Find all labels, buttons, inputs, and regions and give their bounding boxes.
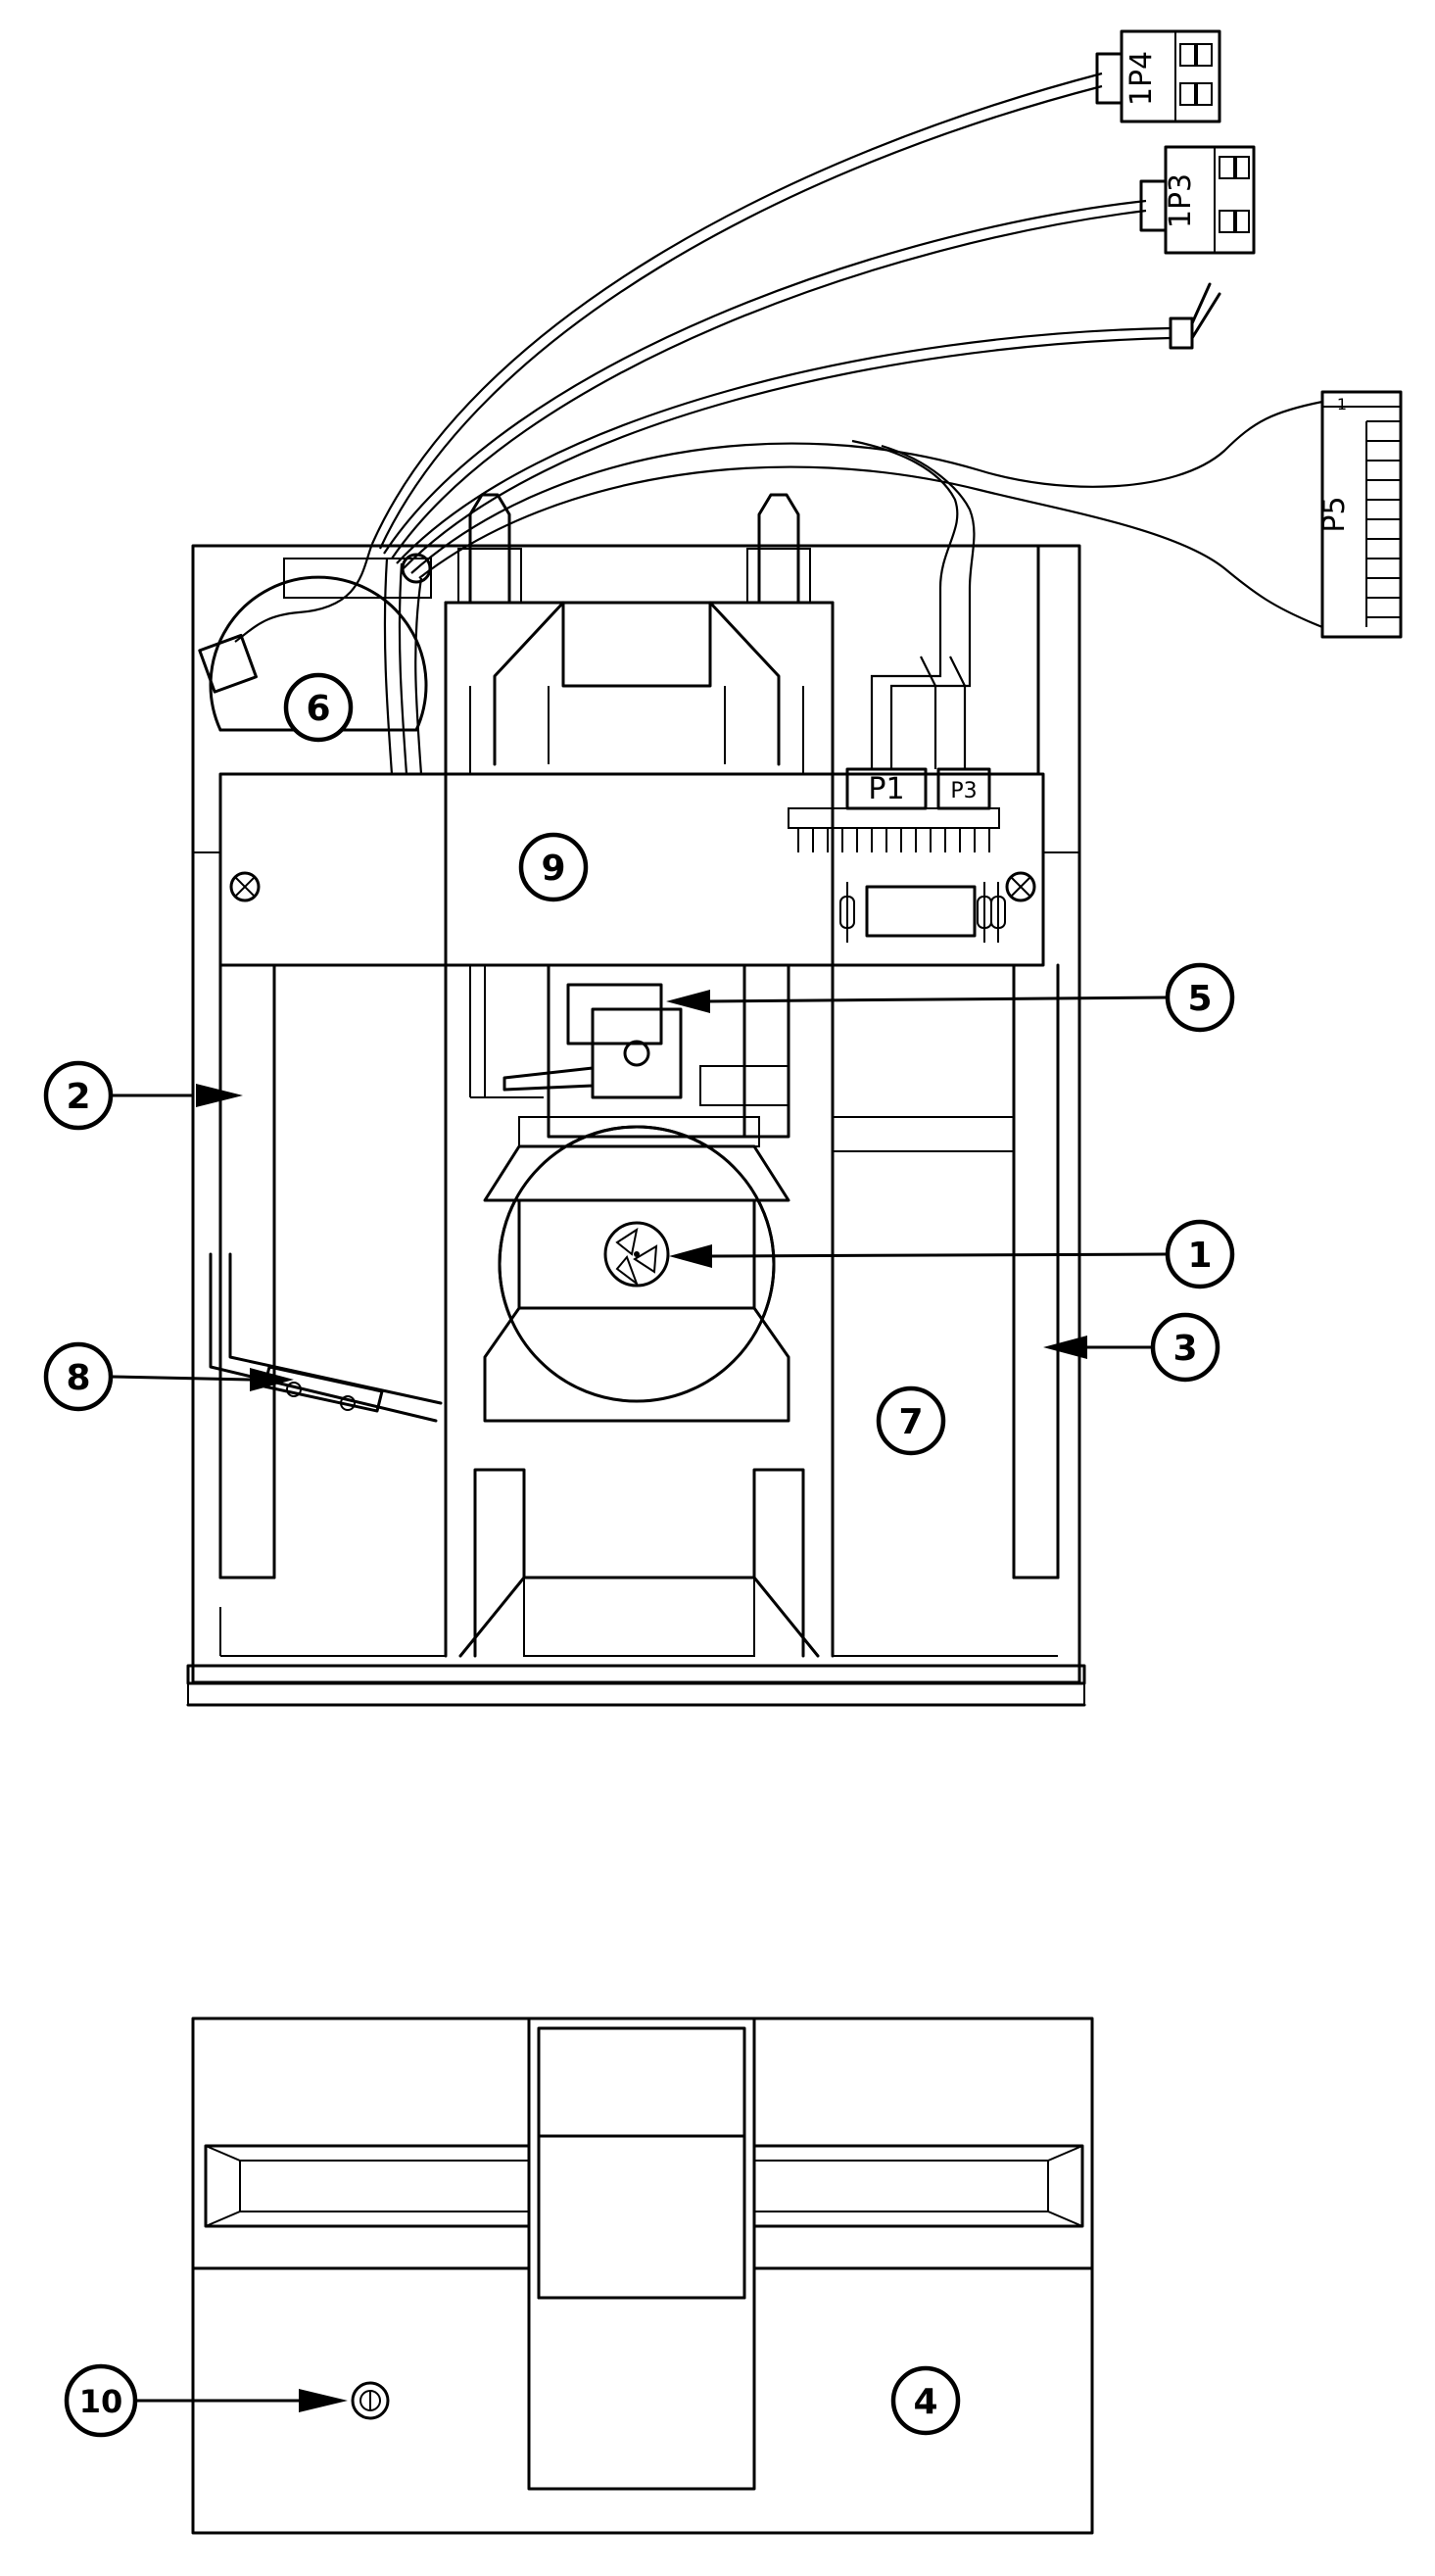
callout-6: 6: [283, 672, 354, 743]
callout-3: 3: [1150, 1312, 1220, 1383]
connector-p5-label: P5: [1317, 496, 1352, 532]
callout-7: 7: [876, 1385, 946, 1456]
drive-door-lever: [527, 2017, 756, 2491]
callout-1: 1: [1165, 1219, 1235, 1289]
svg-text:7: 7: [898, 1402, 923, 1442]
connector-p5: P5 1: [1317, 390, 1403, 639]
pcb-connector-p3-label: P3: [950, 779, 977, 803]
connector-p3: 1P3: [1139, 145, 1256, 255]
pcb-connector-p1: [845, 767, 928, 810]
svg-text:4: 4: [913, 2382, 937, 2422]
wire-harness: [234, 72, 1323, 775]
callout-9: 9: [518, 832, 589, 902]
activity-led: [351, 2381, 390, 2420]
connector-p4-label: 1P4: [1124, 51, 1159, 106]
svg-text:5: 5: [1187, 979, 1212, 1019]
svg-text:2: 2: [66, 1077, 90, 1117]
callout-5: 5: [1165, 962, 1235, 1033]
svg-text:3: 3: [1172, 1329, 1197, 1369]
connector-p3-label: 1P3: [1164, 173, 1198, 228]
connector-p5-pin-label: 1: [1337, 395, 1347, 413]
callout-10: 10: [64, 2363, 138, 2438]
svg-text:9: 9: [541, 849, 565, 889]
carriage-frame: [444, 601, 835, 1658]
right-side-rail: [833, 544, 1060, 1657]
svg-text:6: 6: [306, 689, 330, 729]
callout-arrows: [111, 990, 1167, 2412]
stepper-motor: [198, 553, 432, 732]
callout-2: 2: [43, 1060, 114, 1131]
small-plug: [1169, 282, 1221, 350]
spindle-hub: [483, 1125, 790, 1423]
logic-board: P1 P3: [193, 767, 1079, 967]
pcb-screw-right: [1005, 871, 1036, 902]
pcb-screw-left: [229, 871, 261, 902]
left-side-rail: [218, 963, 446, 1657]
guide-posts: [457, 493, 811, 605]
callout-8: 8: [43, 1341, 114, 1412]
bezel-strip-top: [186, 1664, 1086, 1685]
pcb-ic-chip: [865, 885, 977, 938]
callout-4: 4: [890, 2365, 961, 2436]
svg-text:10: 10: [79, 2383, 123, 2420]
write-protect-switch: [209, 1252, 443, 1423]
svg-text:1: 1: [1187, 1236, 1212, 1276]
svg-text:8: 8: [66, 1358, 90, 1398]
pcb-connector-p1-label: P1: [868, 772, 904, 806]
drive-front-view: [191, 2017, 1094, 2535]
read-write-head: [469, 963, 790, 1147]
pcb-pin-header: [797, 828, 990, 852]
drive-top-view: P1 P3: [186, 493, 1086, 1707]
connector-p4: 1P4: [1095, 29, 1221, 123]
